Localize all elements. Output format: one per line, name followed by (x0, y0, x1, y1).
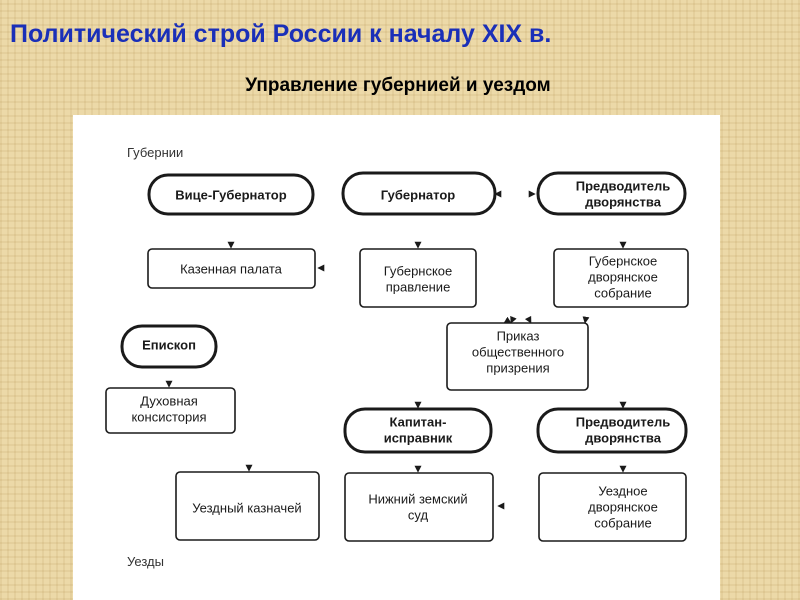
treasury-chamber-label-line: Казенная палата (180, 262, 283, 277)
node-treasury-chamber: Казенная палата (147, 248, 316, 289)
consistory-label-line: консистория (131, 410, 206, 425)
provincial-assembly-label-line: Губернское (589, 254, 658, 269)
label-districts: Уезды (127, 554, 164, 569)
captain-ispravnik-label-line: исправник (384, 431, 453, 446)
edge-governor-to-charity (524, 315, 532, 324)
captain-ispravnik-label-line: Капитан- (390, 415, 447, 430)
marshal-province-label-line: Предводитель (576, 179, 670, 194)
provincial-assembly-label-line: собрание (594, 286, 651, 301)
district-assembly-label-line: Уездное (598, 484, 647, 499)
label-provinces: Губернии (127, 145, 183, 160)
charity-office-label-line: общественного (472, 345, 564, 360)
org-diagram: Губернии Уезды Вице-Губернатор (105, 145, 689, 569)
bishop-label-line: Епископ (142, 338, 196, 353)
node-vice-governor: Вице-Губернатор (147, 173, 315, 216)
district-assembly-label-line: дворянское (588, 500, 658, 515)
lower-zemsky-court-label-line: суд (408, 508, 429, 523)
provincial-board-label-line: Губернское (384, 264, 453, 279)
node-governor: Губернатор (341, 171, 497, 216)
marshal-district-label-line: Предводитель (576, 415, 670, 430)
slide-title: Политический строй России к началу XIX в… (10, 20, 552, 48)
charity-office-label-line: Приказ (497, 329, 540, 344)
district-assembly-label-line: собрание (594, 516, 651, 531)
lower-zemsky-court-label-line: Нижний земский (368, 492, 467, 507)
node-district-treasurer: Уездный казначей (175, 471, 320, 541)
edge-marshal-to-charity (510, 315, 517, 324)
slide-subtitle-text: Управление губернией и уездом (245, 75, 551, 96)
slide-subtitle: Управление губернией и уездом (0, 75, 800, 97)
diagram-panel: Губернии Уезды Вице-Губернатор (73, 115, 720, 600)
charity-office-label-line: призрения (486, 361, 549, 376)
consistory-label-line: Духовная (140, 394, 198, 409)
district-treasurer-label-line: Уездный казначей (192, 501, 301, 516)
node-captain-ispravnik: Капитан-исправник (343, 407, 493, 454)
provincial-assembly-label-line: дворянское (588, 270, 658, 285)
node-bishop: Епископ (120, 324, 218, 369)
vice-governor-label-line: Вице-Губернатор (175, 188, 286, 203)
marshal-province-label-line: дворянства (585, 195, 662, 210)
marshal-district-label-line: дворянства (585, 431, 662, 446)
governor-label-line: Губернатор (381, 188, 456, 203)
provincial-board-label-line: правление (386, 280, 451, 295)
